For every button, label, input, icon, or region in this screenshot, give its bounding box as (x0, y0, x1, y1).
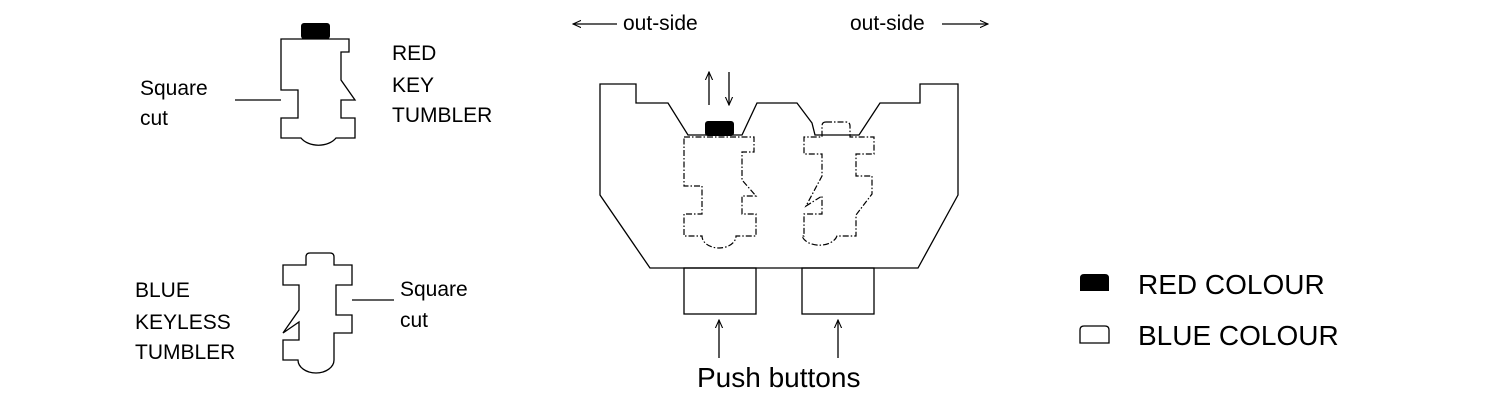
red-title-line-3: TUMBLER (392, 104, 492, 127)
lock-body-outline (599, 83, 959, 269)
red-cut-label-line-1: Square (140, 77, 208, 100)
outside-label-right: out-side (850, 12, 925, 35)
red-cap-icon (301, 23, 330, 39)
red-key-tumbler (235, 23, 357, 146)
outside-label-left: out-side (623, 12, 698, 35)
outline-cap-icon (1079, 325, 1110, 344)
lock-red-cap-icon (705, 121, 734, 136)
push-button-left (683, 267, 757, 315)
red-title-line-1: RED (392, 42, 436, 65)
red-cut-label-line-2: cut (140, 107, 168, 130)
legend-blue-label: BLUE COLOUR (1138, 320, 1339, 351)
red-tumbler-outline (280, 38, 357, 146)
blue-title-line-1: BLUE (135, 279, 190, 302)
filled-cap-icon (1080, 274, 1109, 291)
blue-title-line-3: TUMBLER (135, 341, 235, 364)
legend (1079, 274, 1110, 344)
push-button-right (801, 267, 875, 315)
blue-cut-label-line-2: cut (400, 309, 428, 332)
blue-cut-label-line-1: Square (400, 278, 468, 301)
lock-blue-tumbler-outline (801, 121, 875, 246)
red-title-line-2: KEY (392, 74, 434, 97)
blue-tumbler-outline (282, 252, 353, 374)
push-buttons-label: Push buttons (697, 362, 860, 393)
blue-keyless-tumbler (282, 252, 394, 374)
blue-title-line-2: KEYLESS (135, 311, 231, 334)
legend-red-label: RED COLOUR (1138, 269, 1325, 300)
lock-assembly (573, 24, 988, 358)
lock-red-tumbler-outline (683, 136, 758, 249)
